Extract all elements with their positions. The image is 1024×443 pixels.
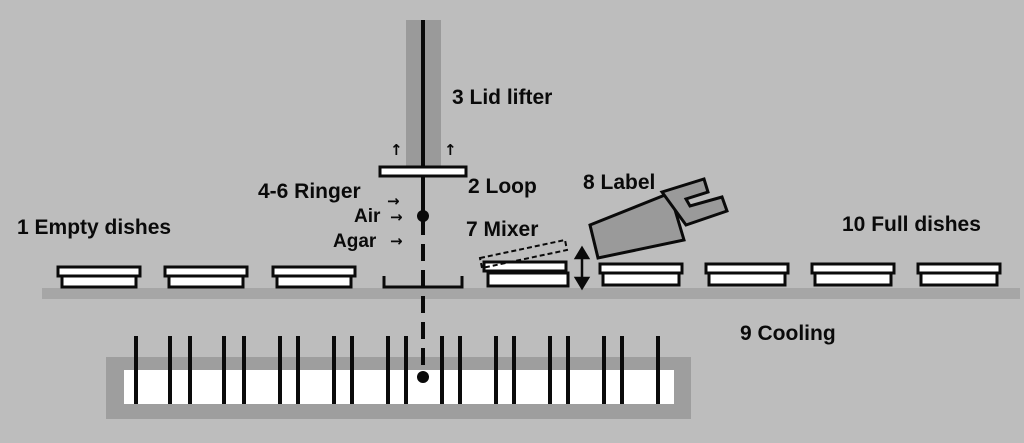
cooling-rods <box>134 336 660 404</box>
air-arrow: → <box>390 208 403 226</box>
label-cooling: 9 Cooling <box>740 322 836 345</box>
mixer-dish <box>478 238 570 288</box>
empty-dish <box>56 265 142 289</box>
label-empty-dishes: 1 Empty dishes <box>17 216 171 239</box>
mixer-double-arrow <box>573 245 591 291</box>
label-label: 8 Label <box>583 171 655 194</box>
lid-up-arrow-right: ↑ <box>444 141 457 159</box>
labeller-head <box>588 190 686 260</box>
label-air: Air <box>354 206 381 227</box>
label-full-dishes: 10 Full dishes <box>842 213 981 236</box>
full-dish <box>598 262 684 287</box>
empty-dishes <box>56 265 357 289</box>
full-dishes <box>598 262 1002 287</box>
nozzle-dot <box>417 210 429 222</box>
full-dish <box>810 262 896 287</box>
label-loop: 2 Loop <box>468 175 537 198</box>
ringer-arrow: → <box>387 192 400 210</box>
label-ringer: 4-6 Ringer <box>258 180 361 203</box>
empty-dish <box>271 265 357 289</box>
label-mixer: 7 Mixer <box>466 218 538 241</box>
bath-dot <box>417 371 429 383</box>
cooling-bath <box>106 357 691 419</box>
label-lid-lifter: 3 Lid lifter <box>452 86 552 109</box>
labeller-fingers <box>659 177 729 227</box>
lifted-lid <box>378 165 468 178</box>
agar-arrow: → <box>390 232 403 250</box>
empty-dish <box>163 265 249 289</box>
label-agar: Agar <box>333 231 377 252</box>
full-dish <box>704 262 790 287</box>
lid-up-arrow-left: ↑ <box>390 141 403 159</box>
full-dish <box>916 262 1002 287</box>
conveyor-belt <box>42 288 1020 299</box>
open-dish-base <box>382 276 464 289</box>
